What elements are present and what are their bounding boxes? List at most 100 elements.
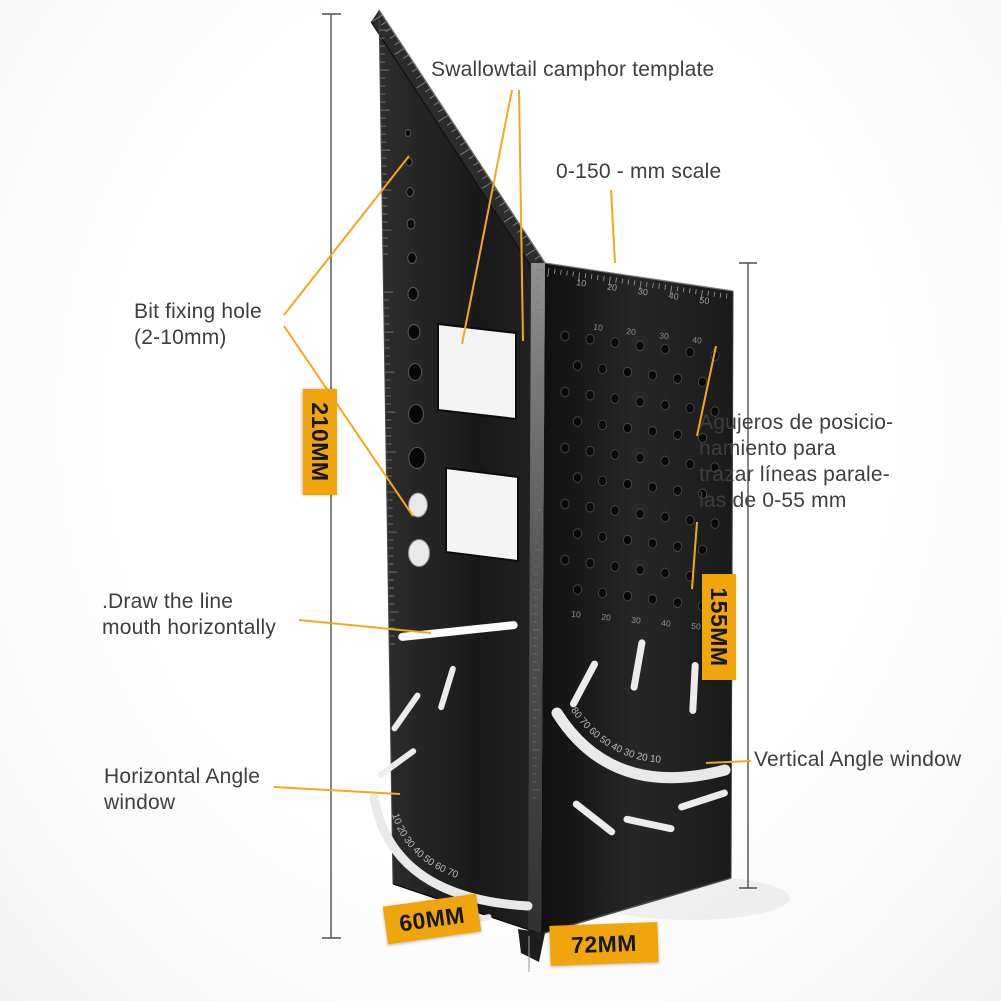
positioning-hole [610,561,620,572]
ruler-tick [658,283,660,289]
corner-ridge [528,263,545,934]
label-text: namiento para [699,437,836,460]
ruler-tick [481,175,488,180]
positioning-hole [560,554,570,566]
ruler-ticks [372,14,728,799]
leader-mm-scale [610,189,616,264]
angle-slot [678,789,728,811]
ruler-tick [603,275,605,281]
ruler-tick [468,155,475,160]
ruler-tick [473,161,479,166]
angle-slot [569,660,599,708]
positioning-hole [660,343,670,355]
ruler-tick [547,267,550,277]
positioning-hole [685,347,695,358]
scale-number: 20 [606,282,617,293]
positioning-hole [660,455,670,467]
positioning-hole [573,360,583,371]
positioning-hole [623,366,633,378]
positioning-hole [648,426,658,437]
ruler-tick [394,41,400,46]
angle-slot [572,800,616,836]
angle-slots [377,639,728,928]
positioning-hole [660,511,670,523]
measurement-155mm [739,262,757,889]
ruler-tick [438,108,444,113]
ruler-tick [424,88,431,93]
scale-number: 20 [626,326,637,337]
ruler-tick [512,222,519,227]
ruler-tick [394,48,405,55]
scale-number: 30 [637,286,648,297]
ruler-tick [725,293,728,299]
label-draw-line-mouth: .Draw the line mouth horizontally [102,589,276,641]
angle-slot [391,692,421,732]
ruler-tick [525,242,532,247]
positioning-hole [610,505,620,516]
bit-fixing-hole [405,187,415,197]
bit-fixing-holes [404,129,431,567]
positioning-hole [560,386,570,398]
scale-number: 10 [576,277,587,288]
ruler-tick [633,280,636,286]
ruler-tick [433,101,440,106]
positioning-hole [598,475,608,487]
bit-fixing-hole [407,324,421,340]
positioning-hole [635,564,645,575]
scale-number: 50 [699,295,710,306]
positioning-hole [673,485,683,496]
positioning-hole [635,508,645,519]
scale-number: 20 [601,612,612,623]
positioning-hole [710,518,720,529]
positioning-hole [673,541,683,552]
positioning-hole [573,528,583,539]
ruler-tick [482,182,492,189]
positioning-hole [585,334,595,345]
label-mm-scale: 0-150 - mm scale [556,159,721,185]
ruler-tick [534,255,540,260]
ruler-tick [460,148,470,156]
ruler-tick [429,94,435,99]
positioning-hole [648,594,658,605]
leader-agujeros-bottom [691,521,698,590]
scale-number: 40 [668,290,679,301]
leader-swallowtail-1 [461,89,513,345]
label-bit-fixing-hole: Bit fixing hole (2-10mm) [134,299,262,351]
ruler-tick [713,291,716,297]
label-text: .Draw the line [102,590,234,613]
bit-fixing-hole [408,404,424,424]
positioning-hole [698,488,708,500]
positioning-hole [648,538,658,549]
label-text: trazar líneas parale- [699,463,890,486]
label-text: Bit fixing hole [134,300,262,323]
positioning-hole [560,330,570,342]
ruler-tick [719,292,722,298]
ruler-tick [477,168,483,173]
positioning-hole [710,462,720,473]
ruler-tick [451,128,457,133]
scale-number: 50 [691,621,702,632]
bit-fixing-hole [407,252,417,264]
angle-slot [689,662,699,714]
positioning-hole [648,370,658,381]
positioning-hole [573,472,583,483]
ruler-tick [577,272,581,282]
hypotenuse-edge [378,9,546,264]
bit-fixing-hole [406,218,416,230]
leader-swallowtail-2 [518,89,524,342]
leader-vertical-angle [705,760,752,764]
ruler-tick [407,61,413,66]
ruler-tick [446,121,453,126]
ruler-tick [682,287,685,293]
ruler-tick [438,115,448,122]
angle-slot [623,815,675,833]
ruler-tick [700,289,703,300]
positioning-hole [698,376,708,388]
bit-fixing-hole [407,287,419,301]
ruler-tick [639,281,642,291]
ruler-tick [455,135,462,140]
ruler-tick [416,74,422,79]
label-text: mouth horizontally [102,616,277,639]
ruler-tick [459,141,466,146]
